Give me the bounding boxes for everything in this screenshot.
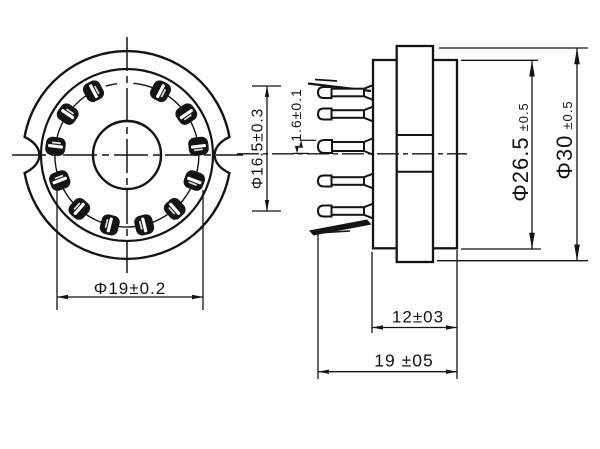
dim-label-flange-diameter: Φ30 ±0.5 (552, 100, 577, 179)
front-view: Φ19±0.2 (12, 37, 243, 310)
dim-body-diameter: Φ26.5 ±0.5 (461, 59, 541, 250)
front-pins (45, 80, 209, 236)
pin (82, 80, 105, 103)
pin (163, 197, 186, 220)
pin-side-center (316, 137, 373, 156)
pin-edge-line (317, 230, 351, 234)
depth-extension-lines (317, 233, 458, 379)
pin (56, 103, 79, 125)
pin (68, 197, 91, 220)
arrowhead (372, 325, 383, 330)
pin (175, 103, 198, 125)
pin (149, 80, 172, 103)
side-pins (307, 78, 373, 236)
dim-value: Φ26.5 (508, 136, 533, 201)
dim-label-pin-circle: Φ16.5±0.3 (250, 108, 267, 190)
arrowhead (574, 244, 580, 261)
dim-label-pin-thickness: 1.6±0.1 (288, 88, 304, 142)
arrowhead (192, 294, 203, 300)
arrowhead (294, 145, 300, 154)
front-centerlines (12, 37, 243, 273)
dim-pin-circle-side: Φ16.5±0.3 (250, 85, 281, 212)
pin (45, 136, 66, 156)
pin (183, 170, 206, 191)
dim-value: Φ30 (552, 135, 577, 180)
pin (48, 170, 71, 191)
dim-label-front-pin-circle: Φ19±0.2 (94, 279, 166, 298)
arrowhead (529, 60, 535, 77)
pin (99, 214, 120, 236)
pin-edge-line (314, 78, 338, 82)
outer-profile (23, 49, 231, 261)
flange-groove-lines (396, 134, 433, 173)
dim-tolerance: ±0.5 (516, 102, 531, 131)
pin-side (316, 202, 373, 220)
dim-label-overall-length: 19 ±05 (374, 351, 433, 371)
pin (188, 136, 209, 156)
arrowhead (446, 325, 457, 330)
arrowhead (57, 294, 68, 300)
arrowhead (264, 86, 270, 97)
dim-label-insert-depth: 12±03 (392, 308, 444, 327)
arrowhead (529, 232, 535, 249)
pin-side (316, 84, 373, 101)
dim-tolerance: ±0.5 (560, 100, 575, 129)
arrowhead (574, 48, 580, 65)
side-view: 1.6±0.1 Φ16.5±0.3 Φ26.5 ±0.5 (237, 44, 588, 379)
arrowhead (298, 140, 304, 148)
pin-side (316, 172, 373, 190)
arrowhead (264, 200, 270, 211)
pin-edge-on (309, 219, 372, 236)
dim-overall-length: 19 ±05 (318, 351, 457, 374)
arrowhead (318, 369, 329, 374)
dim-insert-depth: 12±03 (372, 308, 457, 330)
dim-front-pin-circle: Φ19±0.2 (57, 279, 203, 300)
pin-side (316, 105, 373, 123)
dim-flange-diameter: Φ30 ±0.5 (437, 47, 588, 262)
dim-label-body-diameter: Φ26.5 ±0.5 (508, 102, 533, 202)
pin-pitch-circle-dash (105, 83, 118, 87)
dim-front-pin-circle-extension-lines (56, 188, 204, 310)
pin (134, 214, 155, 236)
dim-pin-thickness: 1.6±0.1 (288, 88, 316, 154)
arrowhead (446, 369, 457, 374)
